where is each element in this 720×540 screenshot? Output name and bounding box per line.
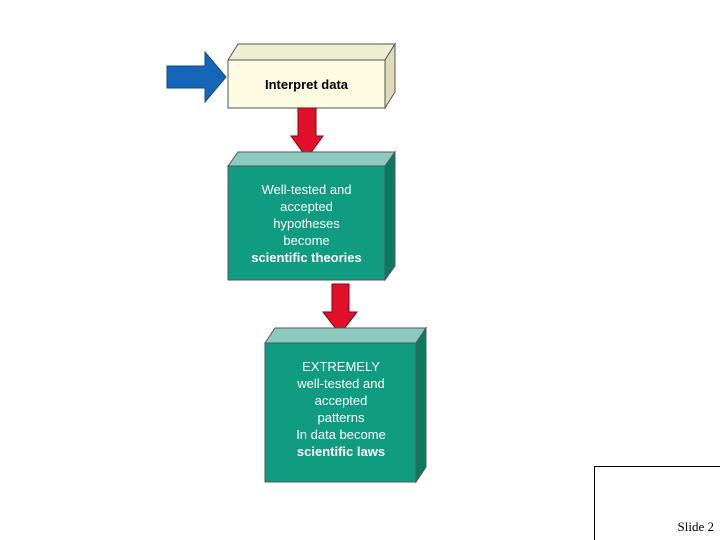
box-interpret-data-top xyxy=(227,43,396,61)
box-scientific-theories-top xyxy=(227,151,396,167)
flow-arrow-1-icon xyxy=(290,107,324,159)
box-line: well-tested and xyxy=(297,376,385,391)
input-arrow-icon xyxy=(166,50,227,104)
box-interpret-data xyxy=(227,42,396,110)
box-line: scientific theories xyxy=(251,250,362,265)
box-line: patterns xyxy=(317,410,365,425)
box-scientific-laws-side xyxy=(415,326,427,484)
box-scientific-laws-face xyxy=(264,342,417,483)
box-line: accepted xyxy=(314,393,368,408)
box-line: scientific laws xyxy=(296,444,386,459)
box-line: Interpret data xyxy=(264,77,349,92)
box-line: become xyxy=(283,233,330,248)
box-line: accepted xyxy=(280,199,333,214)
box-line: EXTREMELY xyxy=(302,359,380,374)
box-scientific-theories xyxy=(227,150,396,282)
box-scientific-theories-text: Well-tested and accepted hypotheses become s… xyxy=(228,181,385,266)
box-line: In data become xyxy=(296,427,386,442)
box-line: hypotheses xyxy=(273,216,340,231)
box-scientific-theories-face xyxy=(227,165,386,281)
box-line: Well-tested and xyxy=(261,182,352,197)
slide-number-label: Slide 2 xyxy=(677,519,714,534)
box-interpret-data-text: Interpret data xyxy=(228,76,385,93)
box-scientific-laws-text: EXTREMELY well-tested and accepted patterns… xyxy=(265,358,417,460)
slide-number-frame xyxy=(594,466,720,540)
box-scientific-laws xyxy=(264,326,427,484)
box-scientific-laws-top xyxy=(264,327,427,344)
box-interpret-data-face xyxy=(227,59,386,109)
flow-arrow-2-icon xyxy=(321,283,359,335)
box-scientific-theories-side xyxy=(384,150,396,282)
